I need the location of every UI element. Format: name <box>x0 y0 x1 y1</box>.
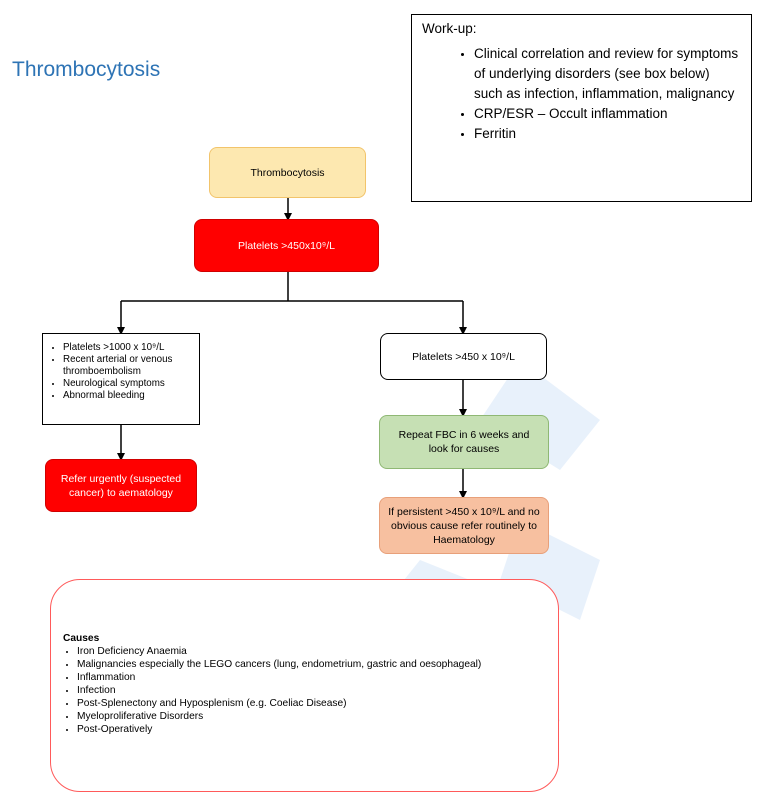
urgent-criteria-item: Abnormal bleeding <box>63 390 195 402</box>
workup-heading: Work-up: <box>422 21 477 36</box>
node-urgent-criteria: Platelets >1000 x 10⁹/L Recent arterial … <box>42 333 200 425</box>
node-persistent-refer: If persistent >450 x 10⁹/L and no obviou… <box>379 497 549 554</box>
workup-item: Clinical correlation and review for symp… <box>474 44 741 104</box>
urgent-criteria-item: Platelets >1000 x 10⁹/L <box>63 342 195 354</box>
urgent-criteria-item: Recent arterial or venous thromboembolis… <box>63 354 195 378</box>
cause-item: Post-Splenectony and Hyposplenism (e.g. … <box>77 697 548 710</box>
causes-heading: Causes <box>63 633 100 644</box>
workup-list: Clinical correlation and review for symp… <box>422 44 741 144</box>
cause-item: Malignancies especially the LEGO cancers… <box>77 658 548 671</box>
workup-box: Work-up: Clinical correlation and review… <box>411 14 752 202</box>
node-platelets-over-450: Platelets >450 x 10⁹/L <box>380 333 547 380</box>
node-platelets-threshold: Platelets >450x10⁹/L <box>194 219 379 272</box>
workup-item: Ferritin <box>474 124 741 144</box>
node-thrombocytosis: Thrombocytosis <box>209 147 366 198</box>
causes-list: Iron Deficiency Anaemia Malignancies esp… <box>63 645 548 736</box>
cause-item: Iron Deficiency Anaemia <box>77 645 548 658</box>
workup-item: CRP/ESR – Occult inflammation <box>474 104 741 124</box>
cause-item: Inflammation <box>77 671 548 684</box>
urgent-criteria-item: Neurological symptoms <box>63 378 195 390</box>
cause-item: Myeloproliferative Disorders <box>77 710 548 723</box>
urgent-criteria-list: Platelets >1000 x 10⁹/L Recent arterial … <box>49 342 195 402</box>
node-refer-urgently: Refer urgently (suspected cancer) to aem… <box>45 459 197 512</box>
page-title: Thrombocytosis <box>12 58 161 81</box>
node-repeat-fbc: Repeat FBC in 6 weeks and look for cause… <box>379 415 549 469</box>
cause-item: Post-Operatively <box>77 723 548 736</box>
cause-item: Infection <box>77 684 548 697</box>
causes-box: Causes Iron Deficiency Anaemia Malignanc… <box>50 579 559 792</box>
